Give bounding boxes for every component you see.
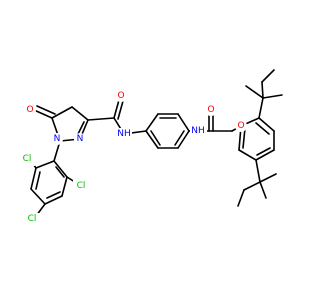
amide-2-oxygen-label: O (207, 105, 214, 115)
ring-nitrogen-1-label: N (54, 134, 61, 144)
keto-oxygen-label: O (26, 105, 33, 115)
amide-2-nh: NH (190, 125, 207, 137)
chlorine-right-label: Cl (77, 181, 86, 191)
bond-lines (29, 69, 283, 217)
amide-1-nh-label: NH (117, 129, 131, 139)
ring-nitrogen-1: N (51, 133, 63, 145)
ether-oxygen-label: O (237, 121, 244, 131)
chlorine-bottom-label: Cl (28, 214, 37, 224)
ring-nitrogen-2-label: N (77, 134, 84, 144)
amide-1-oxygen-label: O (117, 91, 124, 101)
ring-nitrogen-2: N (74, 133, 86, 145)
keto-oxygen: O (24, 104, 36, 116)
chlorine-top: Cl (19, 153, 35, 166)
amide-1-oxygen: O (115, 90, 127, 102)
amide-1-nh: NH (116, 128, 132, 140)
chemical-structure-diagram: O N N O NH NH O O (19, 69, 283, 226)
amide-2-oxygen: O (205, 104, 217, 116)
amide-2-nh-label: NH (191, 126, 205, 136)
chlorine-top-label: Cl (23, 154, 32, 164)
chlorine-right: Cl (73, 180, 89, 193)
ether-oxygen: O (235, 120, 247, 132)
chlorine-bottom: Cl (24, 213, 40, 226)
atom-labels: O N N O NH NH O O (19, 90, 247, 226)
